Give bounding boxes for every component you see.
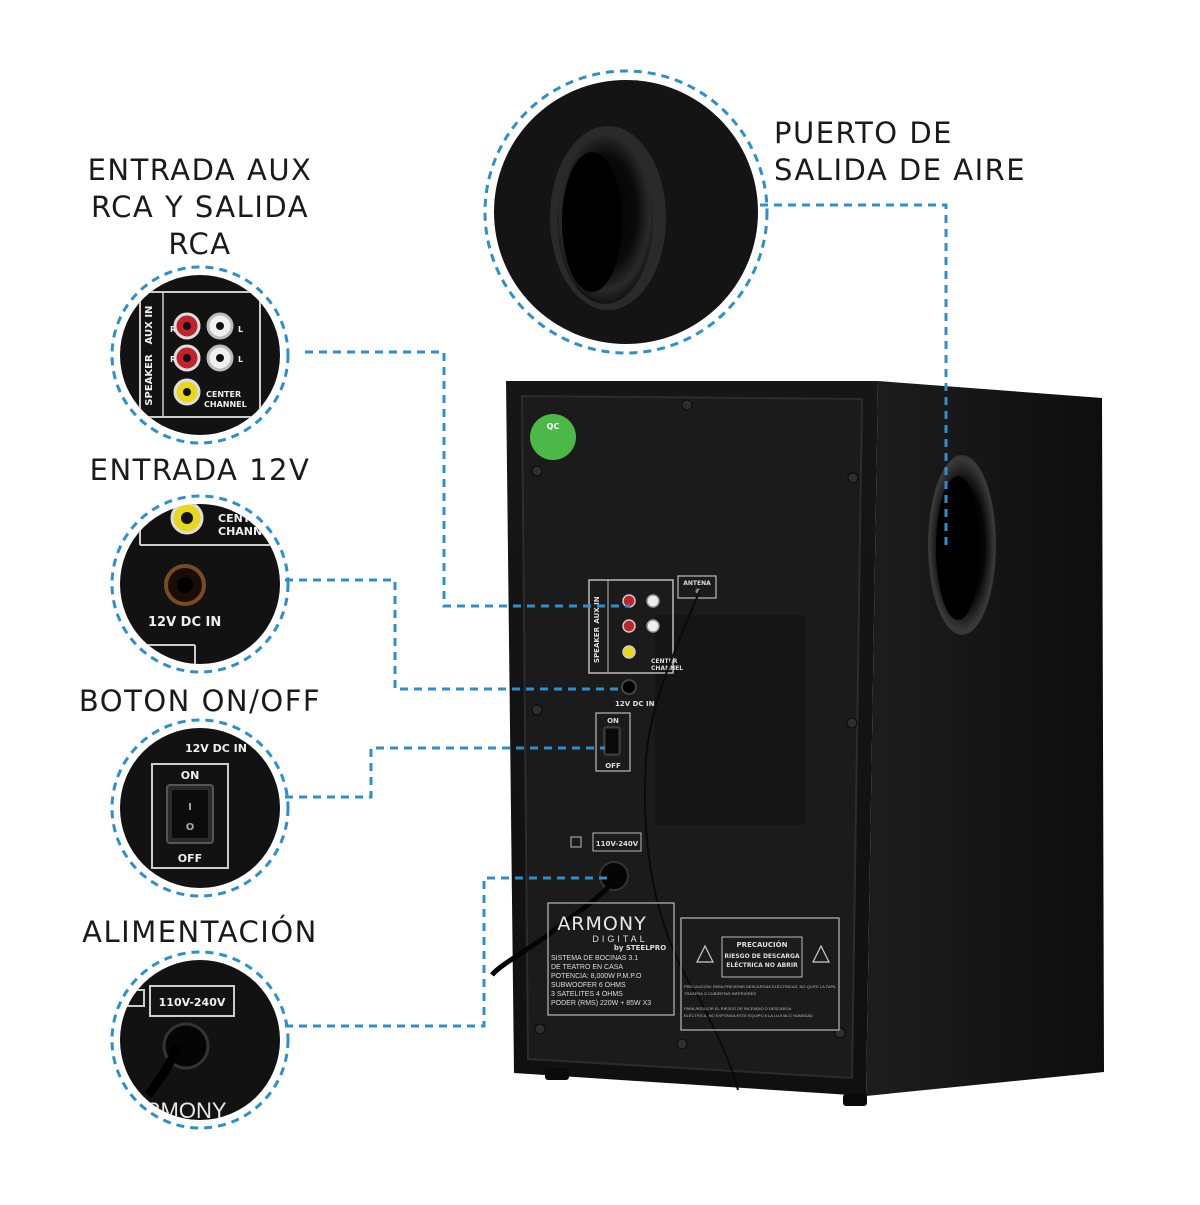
panel-speaker-text: SPEAKER [593,626,601,663]
callout-aux-line2: RCA Y SALIDA [90,190,310,224]
panel-on-text: ON [607,717,619,725]
warning-sub1-text: RIESGO DE DESCARGA [724,953,800,960]
spec-line: DE TEATRO EN CASA [551,964,623,971]
warning-line: PARA REDUCIR EL RIESGO DE INCENDIO O DES… [684,1006,792,1011]
zoom-on-text: ON [181,769,200,782]
zoom-speaker-text: SPEAKER [144,354,155,406]
zoom-aux-rca: AUX IN SPEAKER R L R L CENTER CHANNEL [110,265,290,445]
zoom-dc-in: CENTER CHANNEL 12V DC IN [110,494,290,674]
callout-air-port-line1: PUERTO DE [774,116,953,150]
callout-aux-line1: ENTRADA AUX [87,153,313,187]
callout-air-port-line2: SALIDA DE AIRE [774,153,1027,187]
spec-line: SISTEMA DE BOCINAS 3.1 [551,955,638,962]
zoom-power-cord: 110V-240V ARMONY [110,950,290,1130]
zoom-power-switch: 12V DC IN ON I O OFF [110,718,290,898]
callout-line-power-cord [285,876,610,1028]
zoom-l-text: L [238,325,243,334]
warning-label: PRECAUCIÓN RIESGO DE DESCARGA ELÉCTRICA … [680,917,840,1031]
zoom-off-text: OFF [178,852,202,865]
qc-sticker-text: QC [547,422,560,431]
callout-line-air-port [760,203,948,550]
zoom-l2-text: L [238,355,243,364]
panel-antenna-text: ANTENA [683,580,711,587]
zoom-brand-text: ARMONY [130,1098,227,1123]
panel-center-text: CENTER [651,658,678,665]
brand-name-text: ARMONY [557,913,646,935]
callout-dc-in-label: ENTRADA 12V [89,453,311,487]
zoom-center-text: CENTER [206,390,241,399]
callout-power-switch-label: BOTON ON/OFF [78,684,322,718]
warning-sub2-text: ELÉCTRICA NO ABRIR [726,961,798,969]
zoom-r-text: R [170,325,176,334]
product-label: ARMONY DIGITAL by STEELPRO SISTEMA DE BO… [547,902,675,1016]
connector-panel: AUX IN SPEAKER CENTER CHANNEL ANTENA 12V… [490,575,739,1091]
brand-by-text: by STEELPRO [614,944,666,952]
subwoofer-cabinet: QC [506,381,1104,1106]
zoom-dc-in-text-2: 12V DC IN [185,742,247,755]
brand-sub-text: DIGITAL [592,934,647,944]
callout-power-cord: ALIMENTACIÓN [50,914,350,951]
zoom-switch-o-text: O [186,822,195,833]
zoom-aux-in-text: AUX IN [144,306,155,345]
panel-aux-in-text: AUX IN [593,596,601,623]
spec-line: 3 SATELITES 4 OHMS [551,991,623,998]
panel-voltage-text: 110V-240V [596,840,639,848]
zoom-air-port [483,69,769,355]
warning-title-text: PRECAUCIÓN [737,940,788,949]
spec-line: SUBWOOFER 6 OHMS [551,982,626,989]
zoom-dc-in-text: 12V DC IN [148,615,221,630]
callout-lines [285,203,948,1028]
spec-line: POTENCIA: 8,000W P.M.P.O [551,973,642,980]
panel-off-text: OFF [605,762,621,770]
callout-line-aux [305,350,630,608]
callout-power-cord-label: ALIMENTACIÓN [82,915,318,949]
callout-power-switch: BOTON ON/OFF [50,683,350,720]
spec-line: PODER (RMS) 220W + 85W X3 [551,1000,651,1007]
zoom-channel-text: CHANNEL [204,400,247,409]
zoom-r2-text: R [170,355,176,364]
panel-dc-in-text: 12V DC IN [615,700,655,708]
warning-line: TRASERA O CUBIERTAS INFERIORES [684,991,756,996]
warning-line: ELÉCTRICA, NO EXPONGA ESTE EQUIPO A LA L… [684,1013,813,1018]
warning-line: PRECAUCIÓN: PARA PREVENIR DESCARGAS ELÉC… [684,984,836,989]
zoom-switch-i-text: I [188,802,192,813]
callout-aux: ENTRADA AUX RCA Y SALIDA RCA [60,152,340,263]
callout-air-port: PUERTO DE SALIDA DE AIRE [774,115,1026,189]
callout-dc-in: ENTRADA 12V [60,452,340,489]
callout-line-power-switch [285,746,605,799]
zoom-voltage-text: 110V-240V [159,996,226,1009]
callout-aux-line3: RCA [168,227,232,261]
